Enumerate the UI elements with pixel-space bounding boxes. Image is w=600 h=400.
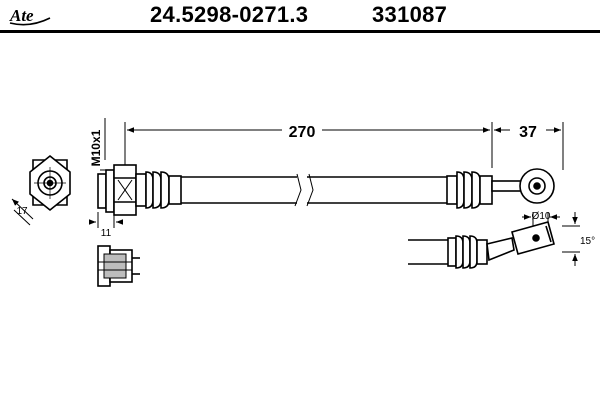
- hose-body: [181, 173, 447, 207]
- hex-width-label: 17: [16, 206, 28, 217]
- part-number: 24.5298-0271.3: [150, 2, 309, 27]
- eye-diameter-label: Ø10: [532, 211, 551, 222]
- length-label: 270: [289, 124, 316, 141]
- length-dimension: 270 37: [124, 122, 564, 170]
- fitting-length-dimension: 11: [89, 212, 123, 239]
- bent-end-view: [408, 221, 555, 269]
- header-rule: [0, 30, 600, 33]
- reference-number: 331087: [372, 2, 448, 27]
- fitting-length-label: 11: [101, 228, 112, 239]
- hex-end-view: [11, 154, 71, 226]
- eye-diameter-dimension: Ø10: [522, 211, 560, 226]
- left-fitting: [97, 164, 182, 216]
- ate-logo-icon: Ate: [9, 6, 51, 26]
- right-fitting: [446, 168, 555, 209]
- fitting-section-view: [97, 245, 140, 287]
- thread-label: M10x1: [89, 129, 103, 166]
- bend-angle-dimension: 15°: [562, 212, 595, 266]
- svg-text:Ate: Ate: [9, 6, 34, 25]
- header: Ate 24.5298-0271.3 331087: [0, 0, 600, 36]
- bend-angle-label: 15°: [580, 236, 595, 247]
- eye-offset-label: 37: [519, 124, 537, 141]
